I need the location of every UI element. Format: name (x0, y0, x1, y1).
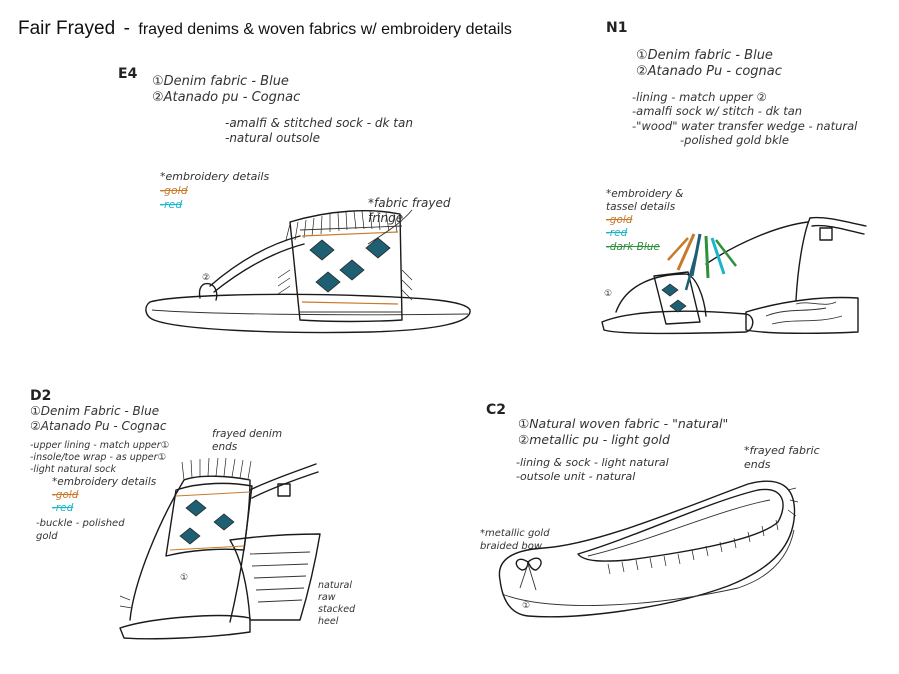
c2-bow (515, 557, 542, 591)
e4-sandal-sketch: ② (145, 209, 471, 334)
d2-note-1: -upper lining - match upper① (30, 440, 170, 451)
n1-material-1: ①Denim fabric - Blue (636, 48, 773, 63)
c2-fringe (607, 487, 799, 575)
c2-note-1: -lining & sock - light natural (516, 456, 669, 469)
title-main: Fair Frayed (18, 18, 116, 39)
e4-materials: ①Denim fabric - Blue ②Atanado pu - Cogna… (152, 74, 300, 107)
e4-embroidery-pattern (299, 225, 403, 313)
title-subtitle: frayed denims & woven fabrics w/ embroid… (138, 21, 512, 38)
n1-note-4: -polished gold bkle (680, 133, 789, 148)
n1-wedge-sketch: ① (601, 216, 867, 335)
n1-embroidery: *embroidery & tassel details -gold -red … (606, 188, 692, 254)
e4-marker-2: ② (202, 273, 210, 283)
n1-code: N1 (606, 20, 628, 36)
e4-fringe (277, 210, 413, 301)
n1-tassels (667, 233, 737, 291)
d2-material-1: ①Denim Fabric - Blue (30, 404, 160, 418)
e4-material-2: ②Atanado pu - Cognac (152, 90, 301, 106)
c2-callout-bow: *metallic gold braided bow (480, 528, 550, 552)
e4-material-1: ①Denim fabric - Blue (152, 74, 289, 89)
n1-notes: -lining - match upper ② -amalfi sock w/ … (632, 90, 857, 148)
d2-embroidery: *embroidery details -gold -red (52, 476, 156, 515)
n1-material-2: ②Atanado Pu - cognac (636, 64, 782, 80)
n1-embroidery-darkblue: -dark Blue (606, 240, 660, 253)
c2-marker-1: ① (522, 601, 530, 611)
e4-embroidery-red: -red (160, 197, 183, 211)
n1-note-1: -lining - match upper ② (632, 90, 767, 104)
d2-fringe (119, 457, 252, 609)
d2-notes: -upper lining - match upper① -insole/toe… (30, 440, 169, 476)
page-title: Fair Frayed - frayed denims & woven fabr… (18, 18, 512, 40)
d2-embroidery-heading: *embroidery details (52, 476, 157, 488)
e4-note-1: -amalfi & stitched sock - dk tan (225, 116, 413, 130)
d2-materials: ①Denim Fabric - Blue ②Atanado Pu - Cogna… (30, 404, 166, 434)
d2-buckle-note: -buckle - polished gold (36, 518, 125, 542)
d2-callout-frayed: frayed denim ends (212, 428, 283, 454)
c2-notes: -lining & sock - light natural -outsole … (516, 456, 669, 484)
e4-notes: -amalfi & stitched sock - dk tan -natura… (225, 116, 413, 146)
n1-embroidery-heading: *embroidery & tassel details (606, 188, 684, 214)
d2-note-2: -insole/toe wrap - as upper① (30, 451, 167, 463)
c2-material-2: ②metallic pu - light gold (518, 431, 670, 447)
c2-material-1: ①Natural woven fabric - "natural" (518, 416, 729, 431)
d2-note-3: -light natural sock (30, 463, 116, 475)
d2-mule-sketch: ① (119, 457, 321, 640)
n1-note-3: -"wood" water transfer wedge - natural (632, 118, 858, 133)
d2-code: D2 (30, 388, 52, 404)
e4-callout-fringe: *fabric frayed fringe (368, 196, 451, 225)
d2-callout-heel: natural raw stacked heel (318, 580, 356, 627)
d2-embroidery-gold: -gold (52, 489, 79, 502)
c2-code: C2 (486, 402, 507, 418)
d2-embroidery-red: -red (52, 502, 74, 515)
e4-embroidery: *embroidery details -gold -red (160, 170, 269, 211)
n1-embroidery-gold: -gold (606, 214, 633, 227)
e4-note-2: -natural outsole (225, 131, 320, 145)
n1-embroidery-red: -red (606, 227, 628, 240)
n1-marker-1: ① (604, 289, 612, 299)
c2-flat-sketch: ① (498, 480, 799, 618)
e4-code: E4 (118, 66, 138, 82)
d2-material-2: ②Atanado Pu - Cognac (30, 419, 167, 433)
title-dash: - (123, 18, 130, 39)
c2-callout-ends: *frayed fabric ends (744, 444, 820, 471)
c2-materials: ①Natural woven fabric - "natural" ②metal… (518, 416, 728, 447)
d2-marker-1: ① (180, 573, 188, 583)
c2-note-2: -outsole unit - natural (516, 469, 636, 483)
n1-materials: ①Denim fabric - Blue ②Atanado Pu - cogna… (636, 48, 782, 81)
e4-embroidery-heading: *embroidery details (160, 170, 270, 183)
n1-note-2: -amalfi sock w/ stitch - dk tan (632, 104, 803, 119)
e4-embroidery-gold: -gold (160, 183, 188, 197)
